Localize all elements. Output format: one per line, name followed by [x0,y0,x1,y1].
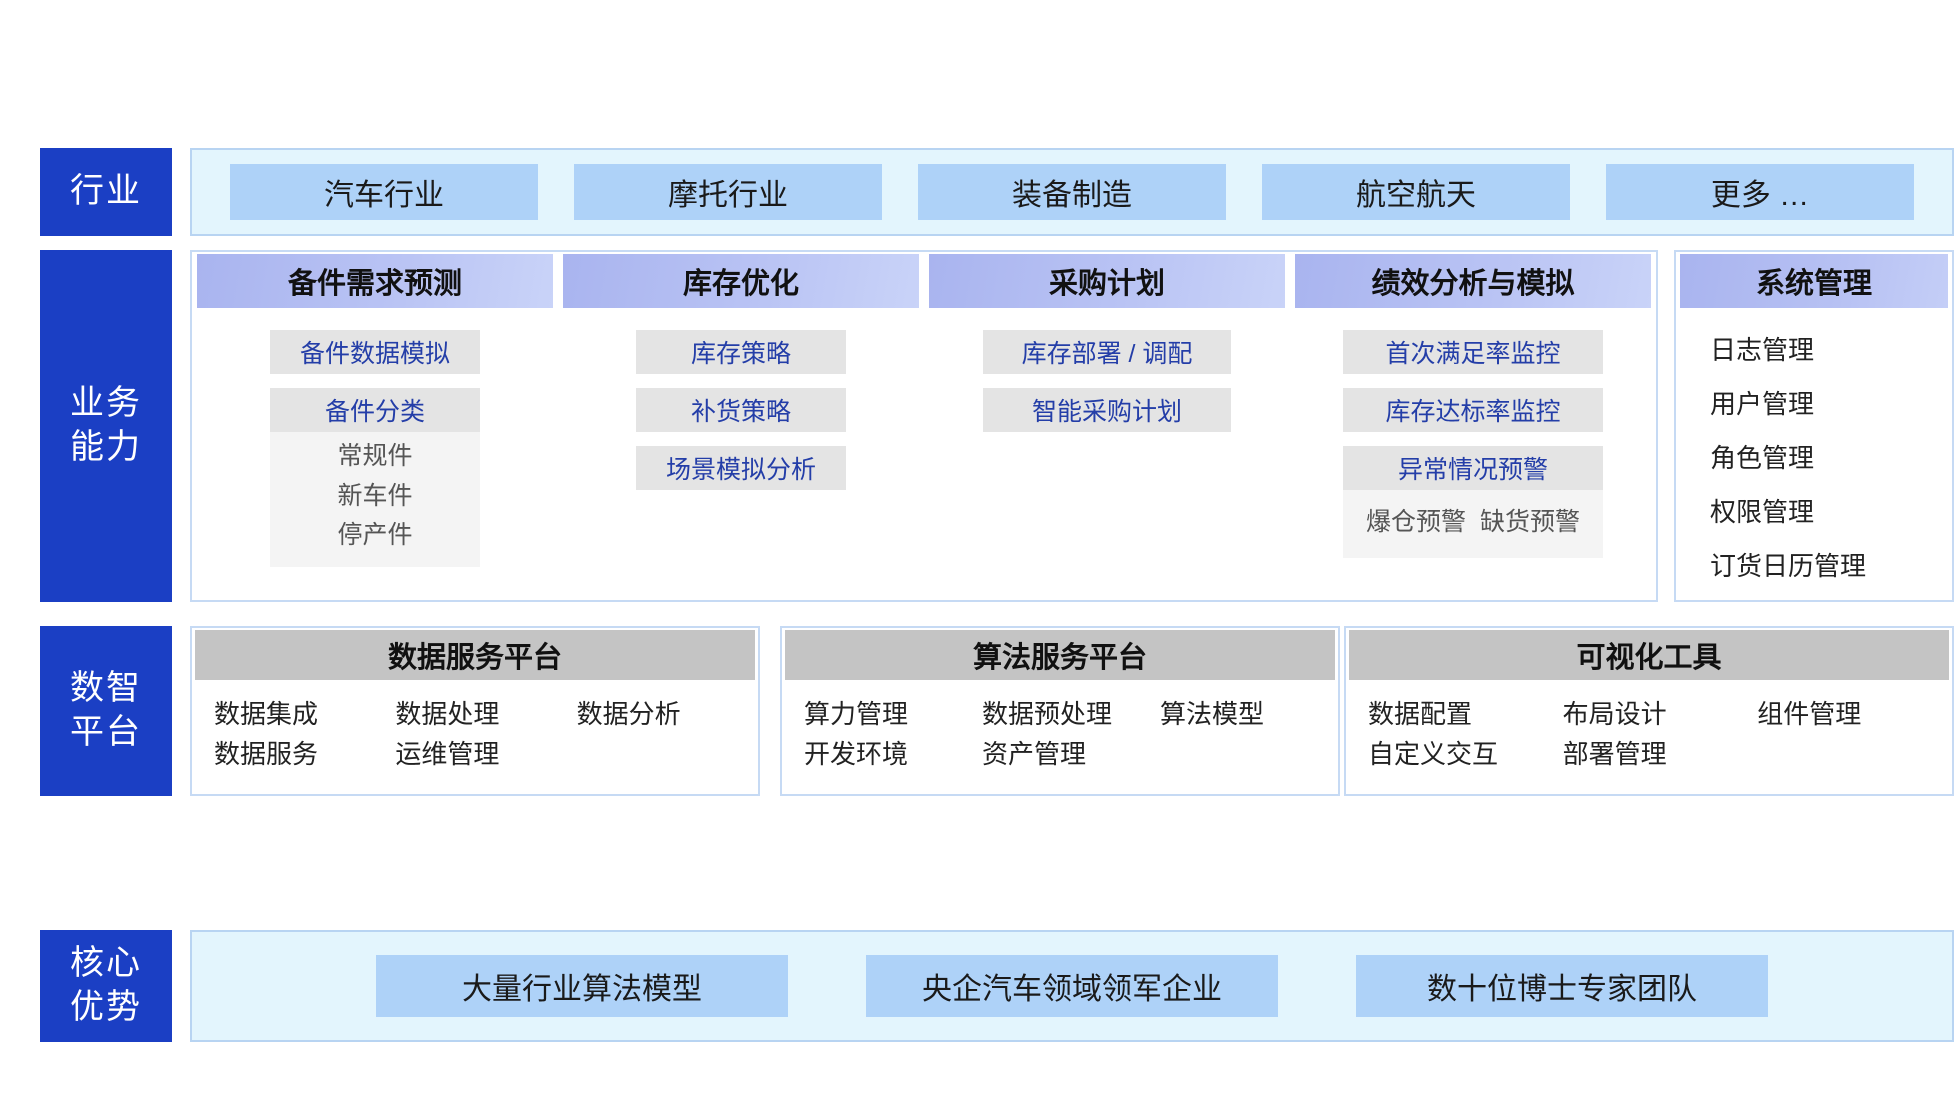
platform-item-data-configuration[interactable]: 数据配置 [1368,699,1473,729]
row-label-business-line-1: 能力 [70,428,142,466]
row-label-core-advantage: 核心 优势 [40,930,172,1042]
row-label-data-platform: 数智 平台 [40,626,172,796]
capability-column-procurement-plan: 采购计划 库存部署 / 调配 智能采购计划 [924,252,1290,600]
capability-subitem-list: 爆仓预警 缺货预警 [1343,490,1603,558]
capability-subitem-new-vehicle-part: 新车件 [337,481,413,510]
capability-item-first-fill-rate-monitoring[interactable]: 首次满足率监控 [1343,330,1603,374]
core-advantage-band: 大量行业算法模型 央企汽车领域领军企业 数十位博士专家团队 [190,930,1954,1042]
capability-item-parts-classification[interactable]: 备件分类 [270,388,480,432]
industry-chip-aerospace[interactable]: 航空航天 [1262,164,1570,220]
system-item-order-calendar-management[interactable]: 订货日历管理 [1710,551,1867,581]
platform-card-visualization-tool: 可视化工具 数据配置 布局设计 组件管理 自定义交互 部署管理 [1344,626,1954,796]
capability-subitem-list: 常规件 新车件 停产件 [270,432,480,567]
platform-item-algorithm-model[interactable]: 算法模型 [1159,699,1264,729]
advantage-chip-phd-expert-team[interactable]: 数十位博士专家团队 [1356,955,1768,1017]
capability-item-list: 备件数据模拟 备件分类 常规件 新车件 停产件 [192,308,558,567]
row-label-industry-line-0: 行业 [70,172,142,211]
capability-item-list: 首次满足率监控 库存达标率监控 异常情况预警 爆仓预警 缺货预警 [1290,308,1656,558]
capability-column-inventory-optimization: 库存优化 库存策略 补货策略 场景模拟分析 [558,252,924,600]
row-label-platform-line-0: 数智 [70,669,142,708]
industry-band: 汽车行业 摩托行业 装备制造 航空航天 更多 … [190,148,1954,236]
platform-card-title[interactable]: 算法服务平台 [785,630,1335,680]
capability-subitem-overstock-alert: 爆仓预警 [1365,508,1466,536]
system-item-log-management[interactable]: 日志管理 [1710,335,1815,365]
platform-item-data-integration[interactable]: 数据集成 [214,699,319,729]
platform-card-algorithm-service: 算法服务平台 算力管理 数据预处理 算法模型 开发环境 资产管理 [780,626,1340,796]
row-label-platform-line-1: 平台 [70,713,142,751]
platform-item-data-service[interactable]: 数据服务 [214,739,319,770]
capability-item-parts-data-simulation[interactable]: 备件数据模拟 [270,330,480,374]
platform-item-list: 数据集成 数据处理 数据分析 数据服务 运维管理 [192,680,758,775]
industry-chip-automotive[interactable]: 汽车行业 [230,164,538,220]
industry-chip-motorcycle[interactable]: 摩托行业 [574,164,882,220]
capability-item-exception-alert[interactable]: 异常情况预警 [1343,446,1603,490]
system-management-item-list: 日志管理 用户管理 角色管理 权限管理 订货日历管理 [1676,308,1952,583]
platform-item-list: 数据配置 布局设计 组件管理 自定义交互 部署管理 [1346,680,1952,775]
platform-item-data-preprocessing[interactable]: 数据预处理 [981,699,1112,729]
system-management-panel: 系统管理 日志管理 用户管理 角色管理 权限管理 订货日历管理 [1674,250,1954,602]
platform-item-list: 算力管理 数据预处理 算法模型 开发环境 资产管理 [782,680,1338,775]
advantage-chip-soe-automotive-leader[interactable]: 央企汽车领域领军企业 [866,955,1278,1017]
platform-item-component-management[interactable]: 组件管理 [1757,699,1862,729]
row-label-industry: 行业 [40,148,172,236]
business-capability-panel: 备件需求预测 备件数据模拟 备件分类 常规件 新车件 停产件 库存优化 [190,250,1658,602]
platform-card-data-service: 数据服务平台 数据集成 数据处理 数据分析 数据服务 运维管理 [190,626,760,796]
capability-column-title[interactable]: 备件需求预测 [197,254,553,308]
capability-subitem-discontinued-part: 停产件 [337,521,413,549]
capability-group-exception-alert: 异常情况预警 爆仓预警 缺货预警 [1343,446,1603,558]
platform-item-ops-management[interactable]: 运维管理 [395,739,500,770]
capability-column-title[interactable]: 库存优化 [563,254,919,308]
capability-column-title[interactable]: 采购计划 [929,254,1285,308]
capability-column-demand-forecast: 备件需求预测 备件数据模拟 备件分类 常规件 新车件 停产件 [192,252,558,600]
platform-item-deployment-management[interactable]: 部署管理 [1562,739,1667,770]
row-label-business-capability: 业务 能力 [40,250,172,602]
industry-chip-more[interactable]: 更多 … [1606,164,1914,220]
capability-item-inventory-deployment-allocation[interactable]: 库存部署 / 调配 [983,330,1231,374]
platform-item-asset-management[interactable]: 资产管理 [981,739,1086,770]
advantage-chip-algorithm-models[interactable]: 大量行业算法模型 [376,955,788,1017]
capability-column-performance-analysis: 绩效分析与模拟 首次满足率监控 库存达标率监控 异常情况预警 爆仓预警 缺货预警 [1290,252,1656,600]
system-item-user-management[interactable]: 用户管理 [1710,389,1815,419]
industry-chip-list: 汽车行业 摩托行业 装备制造 航空航天 更多 … [192,150,1952,234]
industry-chip-equipment[interactable]: 装备制造 [918,164,1226,220]
capability-subitem-regular-part: 常规件 [337,442,413,470]
capability-item-list: 库存策略 补货策略 场景模拟分析 [558,308,924,490]
capability-item-list: 库存部署 / 调配 智能采购计划 [924,308,1290,432]
system-item-role-management[interactable]: 角色管理 [1710,443,1815,473]
system-item-permission-management[interactable]: 权限管理 [1710,497,1815,527]
platform-item-dev-environment[interactable]: 开发环境 [804,739,909,770]
platform-item-data-analysis[interactable]: 数据分析 [576,699,681,729]
capability-subitem-stockout-alert: 缺货预警 [1480,508,1581,536]
system-management-title[interactable]: 系统管理 [1680,254,1948,308]
capability-group-parts-classification: 备件分类 常规件 新车件 停产件 [270,388,480,567]
platform-item-custom-interaction[interactable]: 自定义交互 [1368,739,1499,770]
platform-card-title[interactable]: 可视化工具 [1349,630,1949,680]
capability-item-smart-procurement-plan[interactable]: 智能采购计划 [983,388,1231,432]
capability-column-title[interactable]: 绩效分析与模拟 [1295,254,1651,308]
row-label-advantage-line-1: 优势 [70,988,142,1026]
capability-item-inventory-strategy[interactable]: 库存策略 [636,330,846,374]
core-advantage-chip-list: 大量行业算法模型 央企汽车领域领军企业 数十位博士专家团队 [192,932,1952,1040]
row-label-advantage-line-0: 核心 [70,944,142,983]
capability-column-list: 备件需求预测 备件数据模拟 备件分类 常规件 新车件 停产件 库存优化 [192,252,1656,600]
platform-card-title[interactable]: 数据服务平台 [195,630,755,680]
platform-item-data-processing[interactable]: 数据处理 [395,699,500,729]
row-label-business-line-0: 业务 [70,384,142,423]
platform-item-layout-design[interactable]: 布局设计 [1562,699,1667,729]
capability-item-replenishment-strategy[interactable]: 补货策略 [636,388,846,432]
platform-item-compute-management[interactable]: 算力管理 [804,699,909,729]
capability-item-scenario-simulation-analysis[interactable]: 场景模拟分析 [636,446,846,490]
capability-item-inventory-compliance-monitoring[interactable]: 库存达标率监控 [1343,388,1603,432]
